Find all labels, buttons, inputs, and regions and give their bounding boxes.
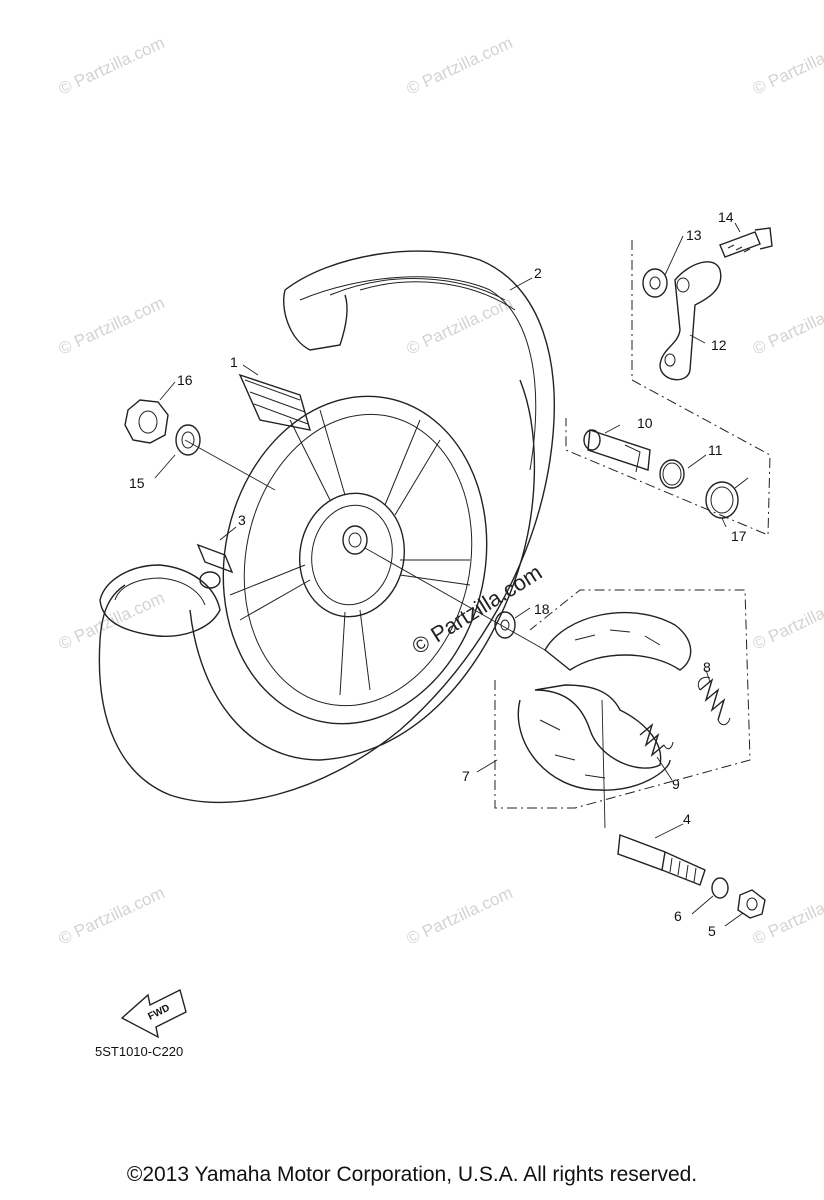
watermark: © Partzilla.com (56, 33, 168, 99)
wheel-drawing (98, 250, 555, 804)
callout-5: 5 (708, 923, 716, 939)
watermark: © Partzilla.com (750, 33, 824, 99)
fwd-arrow-icon: FWD (120, 988, 187, 1039)
nut-washer-group (124, 399, 201, 456)
callout-3: 3 (238, 512, 246, 528)
callout-14: 14 (718, 209, 734, 225)
callout-labels: 1 2 3 4 5 6 7 8 9 10 11 12 13 14 15 16 1… (129, 209, 747, 939)
copyright-notice: ©2013 Yamaha Motor Corporation, U.S.A. A… (126, 1163, 698, 1186)
diagram-code: 5ST1010-C220 (95, 1044, 183, 1059)
watermark: © Partzilla.com (56, 293, 168, 359)
watermark: © Partzilla.com (404, 33, 516, 99)
callout-11: 11 (708, 442, 723, 458)
callout-12: 12 (711, 337, 727, 353)
callout-6: 6 (674, 908, 682, 924)
watermark: © Partzilla.com (56, 883, 168, 949)
callout-18: 18 (534, 601, 550, 617)
callout-8: 8 (703, 659, 711, 675)
callout-9: 9 (672, 776, 680, 792)
brake-arm-assembly (565, 227, 773, 536)
callout-7: 7 (462, 768, 470, 784)
callout-1: 1 (230, 354, 238, 370)
watermark: © Partzilla.com (750, 293, 824, 359)
watermark: © Partzilla.com (404, 883, 516, 949)
watermark: © Partzilla.com (404, 293, 516, 359)
watermark: © Partzilla.com (750, 883, 824, 949)
callout-17: 17 (731, 528, 747, 544)
callout-2: 2 (534, 265, 542, 281)
cam-parts (617, 834, 766, 919)
callout-15: 15 (129, 475, 145, 491)
callout-13: 13 (686, 227, 702, 243)
brake-shoe-assembly (494, 589, 751, 829)
center-watermark: © Partzilla.com (407, 559, 546, 659)
watermark: © Partzilla.com (750, 588, 824, 654)
callout-10: 10 (637, 415, 653, 431)
callout-4: 4 (683, 811, 691, 827)
callout-16: 16 (177, 372, 193, 388)
leader-lines (154, 222, 744, 927)
